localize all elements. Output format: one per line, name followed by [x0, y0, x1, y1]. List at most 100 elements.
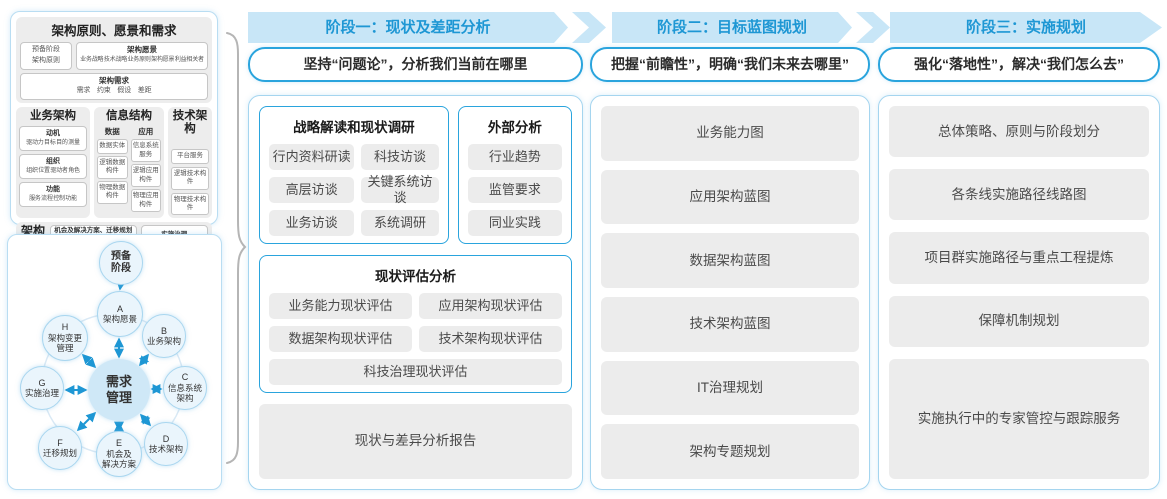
organization-items: 组织 位置 驱动者 角色 — [26, 168, 80, 175]
requirements-box: 架构需求 需求 约束 假设 差距 — [20, 72, 208, 100]
phase3-item: 总体策略、原则与阶段划分 — [889, 106, 1149, 158]
gap-analysis-report-box: 现状与差异分析报告 — [259, 404, 572, 479]
phase3-item: 保障机制规划 — [889, 295, 1149, 347]
prep-stage-label: 预备阶段 — [32, 46, 60, 53]
phase1-panel: 战略解读和现状调研 行内资料研读 科技访谈 高层访谈 关键系统访谈 业务访谈 系… — [248, 95, 583, 490]
adm-node-d-label: 技术架构 — [148, 444, 183, 455]
adm-node-requirements-management: 需求 管理 — [88, 359, 150, 421]
physical-tech-box: 物理技术构件 — [171, 192, 209, 216]
strategy-survey-box: 战略解读和现状调研 行内资料研读 科技访谈 高层访谈 关键系统访谈 业务访谈 系… — [259, 106, 449, 244]
information-structure-title: 信息结构 — [106, 109, 152, 122]
phase-arrow-separator-1 — [572, 12, 606, 43]
assessment-title: 现状评估分析 — [375, 269, 456, 284]
information-structure-column: 信息结构 数据 数据实体 逻辑数据构件 物理数据构件 应用 信息系统服务 逻辑应… — [94, 106, 164, 219]
adm-node-preliminary-label: 预备 阶段 — [111, 251, 131, 274]
business-architecture-column: 业务架构 动机 驱动力 目标 目的 测量 组织 组织 位置 驱动者 角色 功能 … — [16, 106, 90, 219]
phase3-item: 实施执行中的专家管控与跟踪服务 — [889, 358, 1149, 480]
opportunity-title: 机会及解决方案、迁移规划 — [54, 227, 133, 235]
assessment-item: 应用架构现状评估 — [419, 293, 562, 319]
survey-item: 关键系统访谈 — [361, 174, 439, 205]
adm-node-e-id: E — [115, 438, 122, 449]
logical-data-box: 逻辑数据构件 — [97, 155, 128, 179]
motivation-items: 驱动力 目标 目的 测量 — [26, 140, 80, 147]
logical-app-box: 逻辑应用构件 — [130, 164, 161, 188]
phase2-subtitle: 把握“前瞻性”，明确“我们未来去哪里” — [590, 47, 870, 82]
external-item: 同业实践 — [467, 210, 562, 236]
data-title: 数据 — [104, 127, 120, 137]
data-subcolumn: 数据 数据实体 逻辑数据构件 物理数据构件 — [97, 126, 128, 215]
prep-principle-label: 架构原则 — [32, 56, 60, 64]
architecture-domains-row: 业务架构 动机 驱动力 目标 目的 测量 组织 组织 位置 驱动者 角色 功能 … — [16, 106, 212, 219]
adm-cycle-panel: 预备 阶段 A 架构愿景 B 业务架构 C 信息系统 架构 D 技术架构 E 机… — [7, 234, 222, 490]
requirements-title: 架构需求 — [99, 75, 129, 85]
vision-items: 业务战略 技术战略 业务原则 架构愿景 利益相关者 — [80, 56, 204, 63]
adm-node-preliminary: 预备 阶段 — [99, 241, 143, 285]
adm-node-g: G 实施治理 — [20, 366, 64, 410]
external-item: 行业趋势 — [467, 144, 562, 170]
technology-architecture-column: 技术架构 平台服务 逻辑技术构件 物理技术构件 — [168, 106, 212, 219]
adm-node-h: H 架构变更 管理 — [42, 315, 88, 361]
phase3-item: 项目群实施路径与重点工程提炼 — [889, 232, 1149, 284]
assessment-item: 科技治理现状评估 — [269, 359, 562, 385]
strategy-survey-grid: 行内资料研读 科技访谈 高层访谈 关键系统访谈 业务访谈 系统调研 — [269, 144, 439, 236]
motivation-title: 动机 — [46, 130, 60, 138]
phase2-item: 业务能力图 — [601, 106, 859, 161]
phase3-panel: 总体策略、原则与阶段划分 各条线实施路径线路图 项目群实施路径与重点工程提炼 保… — [878, 95, 1160, 490]
external-item: 监管要求 — [467, 177, 562, 203]
organization-box: 组织 组织 位置 驱动者 角色 — [19, 154, 87, 180]
phase2-panel: 业务能力图 应用架构蓝图 数据架构蓝图 技术架构蓝图 IT治理规划 架构专题规划 — [590, 95, 870, 490]
principles-panel: 架构原则、愿景和需求 预备阶段 架构原则 架构愿景 业务战略 技术战略 业务原则… — [10, 11, 218, 257]
adm-node-b-label: 业务架构 — [146, 336, 181, 347]
adm-node-c-label: 信息系统 架构 — [167, 383, 202, 404]
phase-arrow-separator-2 — [856, 12, 890, 43]
function-box: 功能 服务 流程 控制 功能 — [19, 182, 87, 207]
logical-tech-box: 逻辑技术构件 — [171, 166, 209, 190]
phase2-item: 数据架构蓝图 — [601, 233, 859, 289]
brace-connector — [226, 32, 247, 464]
arrow-center-f — [76, 411, 97, 432]
is-service-box: 信息系统服务 — [130, 139, 161, 163]
physical-data-box: 物理数据构件 — [97, 180, 128, 204]
organization-title: 组织 — [46, 158, 60, 166]
business-architecture-title: 业务架构 — [30, 109, 76, 122]
phase2-header-label: 阶段二：目标蓝图规划 — [656, 19, 807, 36]
assessment-grid: 业务能力现状评估 应用架构现状评估 数据架构现状评估 技术架构现状评估 科技治理… — [269, 293, 562, 385]
survey-item: 系统调研 — [361, 210, 439, 236]
strategy-survey-title: 战略解读和现状调研 — [293, 120, 415, 135]
survey-item: 科技访谈 — [361, 144, 439, 170]
phase3-item: 各条线实施路径线路图 — [889, 169, 1149, 221]
phase1-header-label: 阶段一：现状及差距分析 — [325, 19, 491, 36]
application-title: 应用 — [138, 127, 154, 137]
motivation-box: 动机 驱动力 目标 目的 测量 — [19, 126, 87, 152]
adm-node-a-label: 架构愿景 — [102, 314, 137, 325]
phase3-header-band: 阶段三：实施规划 — [890, 12, 1162, 43]
external-analysis-list: 行业趋势 监管要求 同业实践 — [467, 144, 562, 236]
phase2-header-band: 阶段二：目标蓝图规划 — [612, 12, 852, 43]
vision-box: 架构愿景 业务战略 技术战略 业务原则 架构愿景 利益相关者 — [76, 42, 208, 70]
external-analysis-title: 外部分析 — [487, 120, 542, 135]
requirements-items: 需求 约束 假设 差距 — [76, 87, 152, 95]
adm-node-h-label: 架构变更 管理 — [47, 333, 82, 354]
adm-node-e-label: 机会及 解决方案 — [101, 449, 136, 470]
adm-node-g-id: G — [38, 377, 46, 388]
phase3-subtitle: 强化“落地性”，解决“我们怎么去” — [878, 47, 1160, 82]
arrow-center-d — [139, 413, 152, 427]
phase2-item: 架构专题规划 — [601, 424, 859, 480]
phase1-header-band: 阶段一：现状及差距分析 — [248, 12, 568, 43]
prep-stage-box: 预备阶段 架构原则 — [20, 42, 72, 70]
survey-item: 行内资料研读 — [269, 144, 355, 170]
vision-title: 架构愿景 — [127, 45, 157, 54]
adm-node-c: C 信息系统 架构 — [163, 366, 207, 410]
arrow-center-h — [81, 353, 97, 369]
adm-node-d-id: D — [162, 433, 170, 444]
adm-node-f-label: 迁移规划 — [42, 448, 77, 459]
phase1-top-row: 战略解读和现状调研 行内资料研读 科技访谈 高层访谈 关键系统访谈 业务访谈 系… — [259, 106, 572, 244]
adm-node-e: E 机会及 解决方案 — [96, 431, 142, 477]
principles-vision-section: 架构原则、愿景和需求 预备阶段 架构原则 架构愿景 业务战略 技术战略 业务原则… — [16, 17, 212, 103]
survey-item: 业务访谈 — [269, 210, 355, 236]
function-items: 服务 流程 控制 功能 — [29, 195, 77, 202]
information-subcolumns: 数据 数据实体 逻辑数据构件 物理数据构件 应用 信息系统服务 逻辑应用构件 物… — [97, 126, 161, 215]
adm-node-b: B 业务架构 — [142, 314, 186, 358]
assessment-box: 现状评估分析 业务能力现状评估 应用架构现状评估 数据架构现状评估 技术架构现状… — [259, 255, 572, 393]
